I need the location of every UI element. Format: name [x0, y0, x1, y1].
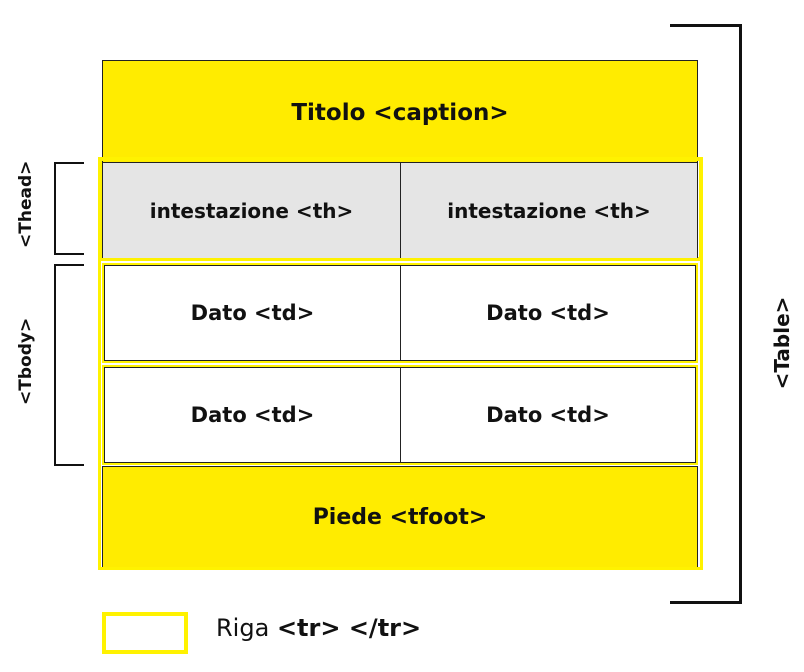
thead-label: <Thead>: [16, 160, 36, 248]
tbody-label: <Tbody>: [16, 317, 36, 405]
table-label: <Table>: [770, 296, 794, 390]
body-cell: Dato <td>: [104, 367, 401, 463]
legend-tag: <tr> </tr>: [276, 614, 422, 642]
legend-text: Riga <tr> </tr>: [216, 614, 421, 642]
body-cell: Dato <td>: [400, 367, 696, 463]
body-cell: Dato <td>: [400, 265, 696, 361]
body-cell: Dato <td>: [104, 265, 401, 361]
header-cell: intestazione <th>: [102, 162, 401, 259]
header-cell: intestazione <th>: [400, 162, 698, 259]
legend-row-swatch: [102, 612, 188, 654]
tbody-bracket: [54, 264, 84, 466]
tbody-outline: [98, 258, 703, 570]
legend-prefix: Riga: [216, 614, 270, 642]
table-footer: Piede <tfoot>: [102, 466, 698, 568]
table-caption: Titolo <caption>: [102, 60, 698, 166]
thead-bracket: [54, 162, 84, 255]
table-bracket: [670, 24, 742, 604]
